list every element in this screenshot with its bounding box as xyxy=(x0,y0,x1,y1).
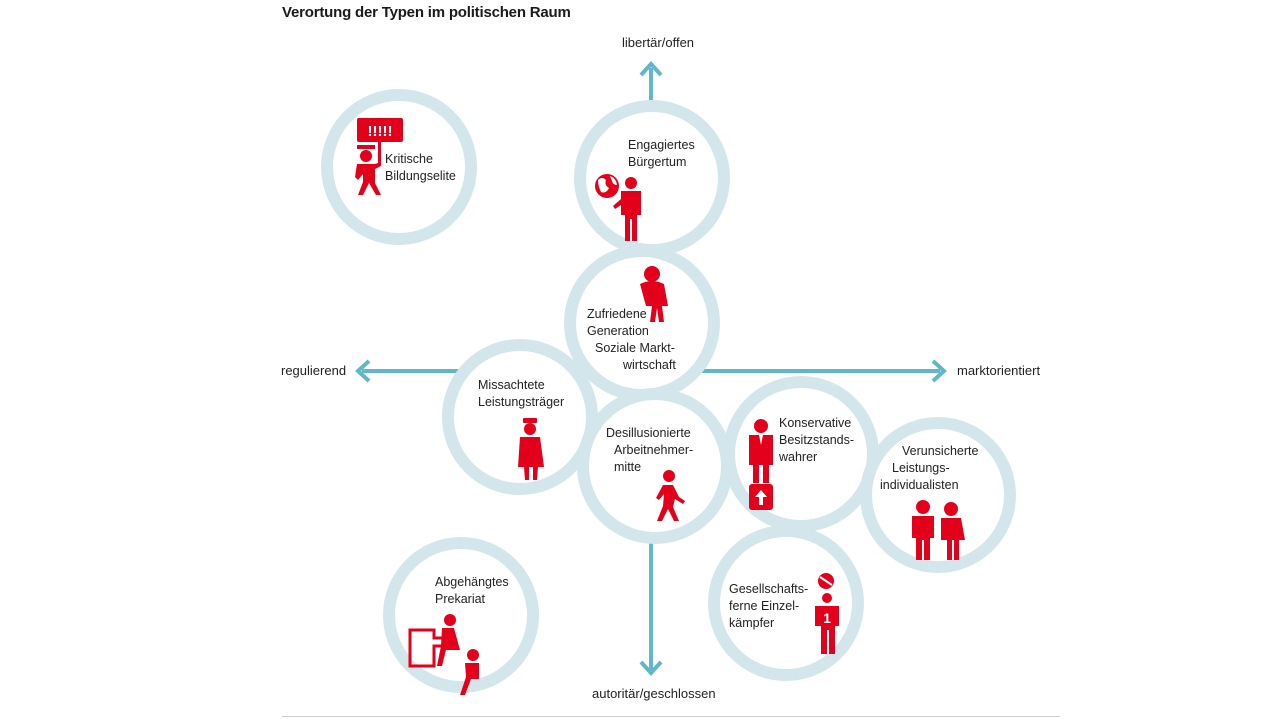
person-with-globe-icon xyxy=(595,174,641,241)
page-title: Verortung der Typen im politischen Raum xyxy=(282,4,571,21)
person-with-number-icon: 1 xyxy=(815,573,839,654)
label-abgehaengtes-prekariat: Abgehängtes Prekariat xyxy=(435,575,509,606)
protester-with-sign-icon: !!!!! xyxy=(355,118,403,195)
businessman-with-bag-icon xyxy=(749,419,773,510)
arrow-up-icon xyxy=(639,61,663,77)
axis-label-right: marktorientiert xyxy=(957,363,1041,378)
label-engagiertes-buergertum: Engagiertes Bürgertum xyxy=(628,138,695,169)
svg-text:1: 1 xyxy=(823,610,831,626)
axis-label-left: regulierend xyxy=(281,363,347,378)
label-zufriedene-generation: Zufriedene Generation Soziale Markt- wir… xyxy=(587,307,676,372)
label-missachtete-leistungstraeger: Missachtete Leistungsträger xyxy=(478,378,565,409)
arrow-left-icon xyxy=(355,359,371,383)
couple-icon xyxy=(912,500,965,560)
axis-label-bottom: autoritär/geschlossen xyxy=(592,686,716,701)
arrow-right-icon xyxy=(931,359,947,383)
label-verunsicherte-leistungsindividualisten: Verunsicherte Leistungs- individualisten xyxy=(880,444,979,492)
walking-person-icon xyxy=(656,470,685,521)
sitting-people-icon xyxy=(408,614,479,695)
axis-label-top: libertär/offen xyxy=(622,35,695,50)
bottom-divider xyxy=(282,716,1060,717)
arrow-down-icon xyxy=(639,660,663,676)
label-kritische-bildungselite: Kritische Bildungselite xyxy=(385,152,456,183)
svg-text:!!!!!: !!!!! xyxy=(368,123,393,140)
label-gesellschaftsferne-einzelkaempfer: Gesellschafts- ferne Einzel- kämpfer xyxy=(729,582,809,630)
older-woman-icon xyxy=(640,266,668,323)
label-konservative-besitzstandswahrer: Konservative Besitzstands- wahrer xyxy=(779,416,855,464)
label-desillusionierte-arbeitnehmermitte: Desillusionierte Arbeitnehmer- mitte xyxy=(606,426,694,474)
nurse-icon xyxy=(518,418,544,480)
